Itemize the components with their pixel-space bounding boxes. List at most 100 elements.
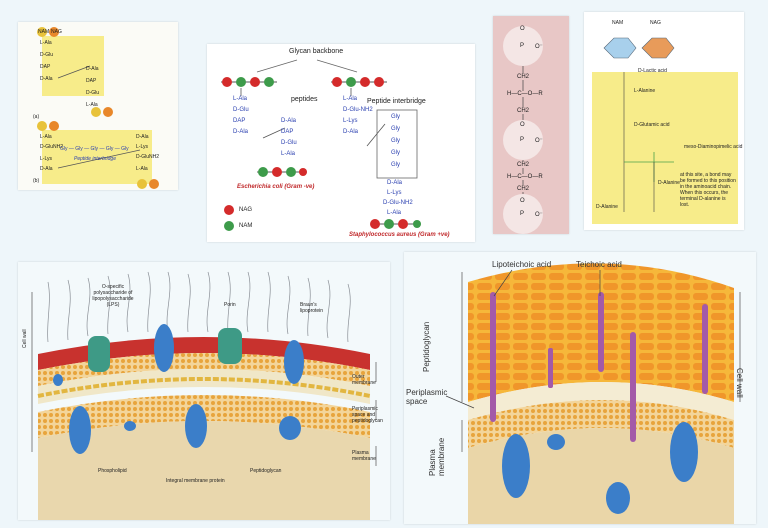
a-right-3: L-Ala xyxy=(86,102,98,108)
struct-label-0: D-Lactic acid xyxy=(638,68,667,74)
peptides-label: peptides xyxy=(291,96,318,103)
b-right-0: D-Ala xyxy=(136,134,149,140)
panel-gram-negative-envelope: O-specific polysaccharide of lipopolysac… xyxy=(18,262,390,520)
membrane-protein xyxy=(606,482,630,514)
a-row-0: L-Ala xyxy=(40,40,52,46)
panel-peptidoglycan-ab: NAM NAG L-Ala D-Glu DAP D-Ala D-Ala DAP … xyxy=(18,22,178,190)
t-unit-9: CH2 xyxy=(517,162,530,168)
struct-label-5: D-Alanine xyxy=(596,204,618,210)
b-row-2: L-Lys xyxy=(40,156,53,162)
nam-dot xyxy=(37,27,47,37)
cytoplasm xyxy=(468,428,734,524)
cell-wall-label: Cell wall xyxy=(22,329,28,348)
t-unit-5: CH2 xyxy=(517,108,530,114)
ecoli-backbone-bottom xyxy=(257,167,307,177)
a-right-1: DAP xyxy=(86,78,97,84)
staph-gly-2: Gly xyxy=(391,138,400,144)
ecoli-left-0: L-Ala xyxy=(233,96,248,102)
nag-label: NAG xyxy=(51,29,62,35)
integral-protein xyxy=(279,416,301,440)
nam-dot xyxy=(91,107,101,117)
ecoli-left-1: D-Glu xyxy=(233,107,249,113)
peptidoglycan-label: Peptidoglycan xyxy=(422,321,431,372)
nag-dot xyxy=(103,107,113,117)
bridge-label: Peptide interbridge xyxy=(74,156,116,162)
b-right-2: D-GluNH2 xyxy=(136,154,160,160)
phosphate-circle xyxy=(503,194,543,234)
b-row-1: D-GluNH2 xyxy=(40,144,64,150)
nam-dot xyxy=(37,121,47,131)
membrane-protein xyxy=(670,422,698,482)
t-unit-4: H—C—O—R xyxy=(507,91,543,97)
struct-note: at this site, a bond may be formed to th… xyxy=(680,172,736,208)
ecoli-right-0: D-Ala xyxy=(281,118,297,124)
phosphate-circle xyxy=(503,120,543,160)
arrow-line xyxy=(256,59,298,73)
panel-gram-positive-envelope: Lipoteichoic acid Teichoic acid Peptidog… xyxy=(404,252,756,524)
t-unit-6: O xyxy=(520,122,525,128)
membrane-protein xyxy=(502,434,530,498)
staph-right-2: D-Glu-NH2 xyxy=(383,200,413,206)
structure-graphics xyxy=(592,37,738,224)
staph-left-0: L-Ala xyxy=(343,96,358,102)
integral-protein-label: Integral membrane protein xyxy=(166,478,225,484)
panel-a-graphics xyxy=(37,27,159,189)
plasma-membrane-label: Plasma membrane xyxy=(428,437,446,476)
phospholipid-label: Phospholipid xyxy=(98,468,127,474)
integral-protein xyxy=(69,406,91,454)
nag-label: NAG xyxy=(650,20,661,26)
staph-gly-4: Gly xyxy=(391,162,400,168)
interbridge-label: Peptide interbridge xyxy=(367,98,426,105)
b-right-1: L-Lys xyxy=(136,144,149,150)
crosslink-line xyxy=(57,65,91,79)
t-unit-10: H—C—O—R xyxy=(507,174,543,180)
a-right-2: D-Glu xyxy=(86,90,100,96)
legend-nag-dot xyxy=(224,205,234,215)
nam-ring xyxy=(603,37,637,59)
small-protein xyxy=(547,434,565,450)
a-row-3: D-Ala xyxy=(40,76,53,82)
plasma-membrane xyxy=(468,400,734,448)
teichoic-graphics xyxy=(503,26,543,234)
o-specific-label: O-specific polysaccharide of lipopolysac… xyxy=(92,284,134,308)
nag-dot xyxy=(49,27,59,37)
yellow-box-b xyxy=(42,130,152,184)
t-unit-0: O xyxy=(520,26,525,32)
plasma-membrane-label: Plasma membrane xyxy=(352,450,376,462)
nag-ring xyxy=(641,37,675,59)
t-unit-7: P xyxy=(520,137,525,143)
t-unit-3: CH2 xyxy=(517,74,530,80)
ecoli-left-2: DAP xyxy=(233,118,246,124)
t-unit-2: O⁻ xyxy=(535,44,543,50)
gram-graphics xyxy=(221,59,421,231)
porin-protein xyxy=(218,328,242,364)
staph-gly-1: Gly xyxy=(391,126,400,132)
staph-left-1: D-Glu-NH2 xyxy=(343,107,373,113)
b-row-0: L-Ala xyxy=(40,134,52,140)
staph-caption: Staphylococcus aureus (Gram +ve) xyxy=(349,232,450,238)
nag-dot xyxy=(149,179,159,189)
teichoic-label: Teichoic acid xyxy=(576,260,622,269)
panel-chemical-structure: NAM NAG D-Lactic acid L-Alanine D-Glutam… xyxy=(584,12,744,230)
periplasmic-label: Periplasmic space and peptidoglycan xyxy=(352,406,383,424)
a-row-1: D-Glu xyxy=(40,52,54,58)
teichoic-acid-rod xyxy=(702,304,708,394)
legend-nag-label: NAG xyxy=(239,207,253,213)
teichoic-acid-rod xyxy=(548,348,553,388)
small-protein xyxy=(53,374,63,386)
crosslink xyxy=(262,127,286,139)
teichoic-acid-rod xyxy=(598,292,604,372)
porin-label: Porin xyxy=(224,302,236,308)
peptidoglycan-label: Peptidoglycan xyxy=(250,468,282,474)
nam-label: NAM xyxy=(612,20,624,26)
crosslink xyxy=(366,123,386,147)
leader-line xyxy=(445,395,475,409)
staph-left-2: L-Lys xyxy=(343,118,358,124)
ecoli-left-3: D-Ala xyxy=(233,129,249,135)
membrane-protein xyxy=(284,340,304,384)
struct-label-4: D-Alanine xyxy=(658,180,680,186)
porin-protein xyxy=(88,336,110,372)
staph-right-0: D-Ala xyxy=(387,180,403,186)
outer-membrane-label: Outer membrane xyxy=(352,374,376,386)
lipoteichoic-acid-rod xyxy=(490,292,496,422)
